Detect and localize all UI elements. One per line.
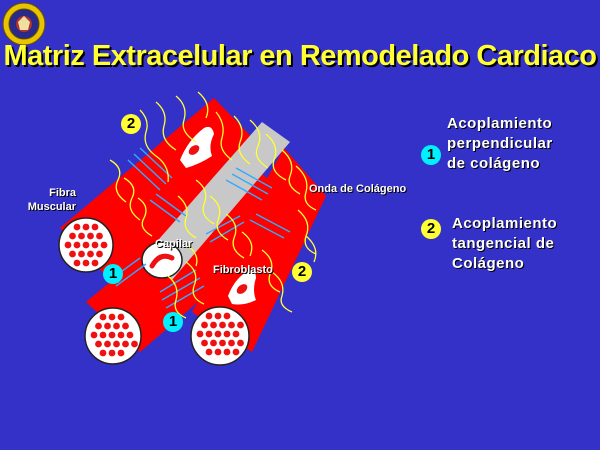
legend-1-badge: 1: [421, 145, 441, 165]
myofibril-dot: [122, 340, 129, 348]
myofibril-dot: [78, 250, 85, 258]
legend-2-text: Acoplamiento tangencial de Colágeno: [452, 215, 558, 272]
myofibril-dot: [214, 312, 222, 320]
myofibril-dot: [223, 330, 231, 338]
myofibril-dot: [82, 241, 90, 249]
myofibril-dot: [201, 321, 208, 329]
myofibril-dot: [73, 259, 81, 267]
myofibril-dot: [91, 259, 99, 267]
marker-2-top: 2: [121, 114, 141, 134]
myofibril-dot: [201, 339, 208, 347]
myofibril-dot: [64, 241, 72, 249]
myofibril-dot: [100, 241, 108, 249]
myofibril-dot: [232, 330, 240, 338]
myofibril-dot: [219, 339, 226, 347]
myofibril-dot: [237, 321, 244, 329]
myofibril-dot: [87, 250, 94, 258]
myofibril-dot: [91, 241, 99, 249]
myofibril-dot: [96, 250, 103, 258]
myofibril-dot: [69, 250, 76, 258]
myofibril-dot: [82, 223, 90, 231]
label-capilar: Capilar: [155, 238, 193, 250]
myofibril-dot: [117, 331, 125, 339]
marker-1-left: 1: [103, 264, 123, 284]
label-fibra-muscular: Fibra Muscular: [27, 187, 76, 213]
myofibril-dot: [99, 313, 107, 321]
myofibril-dot: [95, 340, 102, 348]
myofibril-dot: [108, 313, 116, 321]
myofibril-dot: [205, 312, 213, 320]
myofibril-dot: [205, 330, 213, 338]
myofibril-dot: [131, 340, 138, 348]
myofibril-dot: [95, 322, 102, 330]
myofibril-dot: [219, 321, 226, 329]
myofibril-dot: [232, 348, 240, 356]
myofibril-dot: [99, 349, 107, 357]
myofibril-dot: [113, 340, 120, 348]
myofibril-dot: [210, 321, 217, 329]
slide-title: Matriz Extracelular en Remodelado Cardia…: [3, 40, 597, 72]
myofibril-dot: [122, 322, 129, 330]
capillary-end: [141, 241, 183, 279]
myofibril-dot: [96, 232, 103, 240]
university-seal-icon: [2, 2, 46, 46]
collagen-waves: [109, 91, 317, 319]
myofibril-dot: [210, 339, 217, 347]
myofibril-dot: [117, 313, 125, 321]
myofibril-dot: [223, 348, 231, 356]
myofibril-dot: [228, 339, 235, 347]
myofibril-dot: [223, 312, 231, 320]
myofibril-dot: [99, 331, 107, 339]
myofibril-dot: [90, 331, 98, 339]
myofibril-dot: [73, 223, 81, 231]
muscle-fiber-2: [86, 164, 302, 352]
myofibril-dot: [205, 348, 213, 356]
myofibril-dot: [108, 331, 116, 339]
legend-2-badge: 2: [421, 219, 441, 239]
myofibril-dot: [104, 340, 111, 348]
myofibril-dot: [113, 322, 120, 330]
myofibril-dot: [237, 339, 244, 347]
myofibril-dot: [196, 330, 204, 338]
myofibril-dots: [64, 223, 244, 357]
label-fibroblasto: Fibroblasto: [213, 264, 273, 276]
myofibril-dot: [69, 232, 76, 240]
muscle-fiber-3: [192, 148, 326, 352]
myofibril-dot: [126, 331, 134, 339]
legend-1-text: Acoplamiento perpendicular de colágeno: [447, 115, 553, 172]
myofibril-dot: [87, 232, 94, 240]
myofibril-dot: [214, 330, 222, 338]
myofibril-dot: [78, 232, 85, 240]
myofibril-dot: [117, 349, 125, 357]
myofibril-dot: [228, 321, 235, 329]
marker-2-right: 2: [292, 262, 312, 282]
marker-1-bottom: 1: [163, 312, 183, 332]
myofibril-dot: [214, 348, 222, 356]
collagen-crosslinks: [109, 147, 291, 309]
myofibril-dot: [104, 322, 111, 330]
myofibril-dot: [108, 349, 116, 357]
myofibril-dot: [73, 241, 81, 249]
myofibril-dot: [91, 223, 99, 231]
myofibril-dot: [82, 259, 90, 267]
capillary: [145, 122, 290, 280]
label-onda-colageno: Onda de Colágeno: [309, 183, 407, 195]
